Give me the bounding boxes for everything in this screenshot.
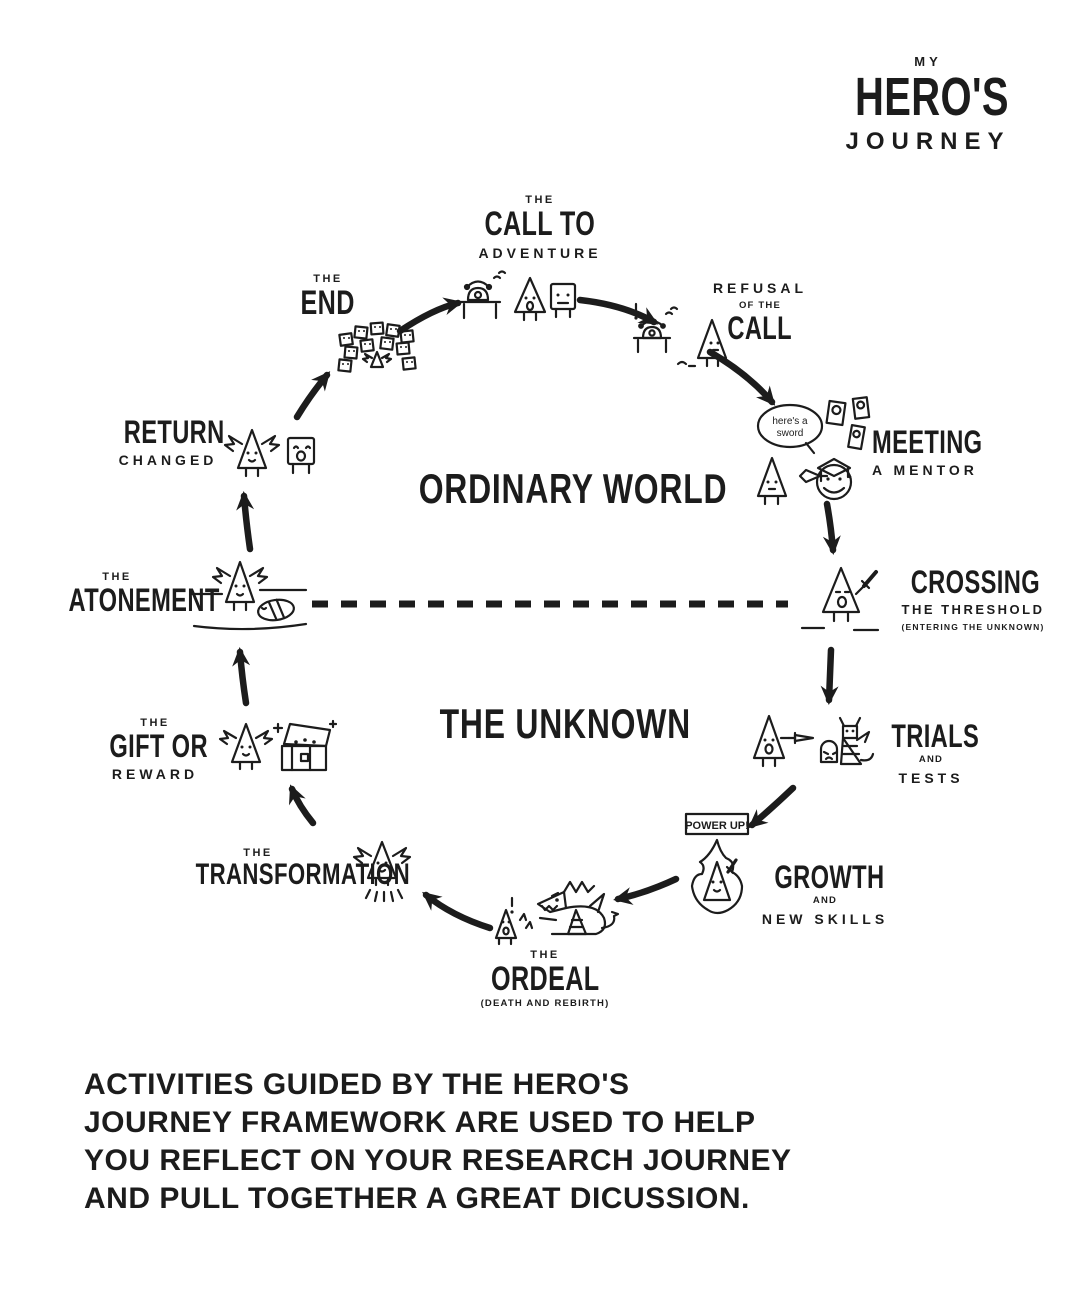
page-title: MY HERO'S JOURNEY xyxy=(828,54,1028,156)
arrow-crossing-to-trials xyxy=(820,646,839,705)
power-up-sign-label: POWER UP! xyxy=(685,820,749,832)
stage-call-to-adventure: THE CALL TO ADVENTURE xyxy=(440,193,640,263)
stage-call-spaced: ADVENTURE xyxy=(478,245,602,261)
stage-growth-spaced: NEW SKILLS xyxy=(761,911,889,927)
the-ordeal-illustration xyxy=(494,880,620,946)
stage-the-transformation: THE TRANSFORMATION xyxy=(158,846,410,890)
stage-refusal-spaced: REFUSAL xyxy=(712,280,808,296)
the-gift-or-reward-illustration xyxy=(218,719,337,772)
footer-line-1: ACTIVITIES GUIDED BY THE HERO'S xyxy=(84,1068,630,1101)
stage-call-big: CALL TO xyxy=(484,205,596,243)
arrow-call-to-refusal xyxy=(576,296,659,326)
stage-the-ordeal: THE ORDEAL (DEATH AND REBIRTH) xyxy=(465,948,625,1010)
stage-end-big: END xyxy=(300,284,356,322)
mentor-speech-line1: here's a xyxy=(772,416,808,427)
refusal-of-the-call-illustration xyxy=(632,302,728,368)
stage-return-spaced: CHANGED xyxy=(118,452,218,468)
stage-the-atonement: THE ATONEMENT xyxy=(42,570,220,616)
arrow-growth-to-ordeal xyxy=(613,875,680,905)
trials-and-tests-illustration xyxy=(752,714,875,768)
footer-line-2: JOURNEY FRAMEWORK ARE USED TO HELP xyxy=(84,1106,756,1139)
stage-mentor-big: MEETING xyxy=(872,424,983,460)
stage-gift-pre: THE xyxy=(140,717,170,729)
meeting-a-mentor-illustration: here's a sword xyxy=(756,396,871,506)
call-to-adventure-illustration xyxy=(458,270,577,322)
arrow-transformation-to-gift xyxy=(288,784,317,827)
region-the-unknown: THE UNKNOWN xyxy=(439,700,691,747)
stage-gift-spaced: REWARD xyxy=(111,766,199,782)
stage-crossing-spaced: THE THRESHOLD xyxy=(901,602,1045,617)
stage-growth-big: GROWTH xyxy=(774,859,885,895)
arrow-refusal-to-mentor xyxy=(706,348,776,406)
stage-atonement-pre: THE xyxy=(102,571,132,583)
growth-and-new-skills-illustration: POWER UP! xyxy=(684,812,750,915)
stage-trials-and-tests: TRIALS AND TESTS xyxy=(876,720,986,788)
stage-transformation-pre: THE xyxy=(243,847,273,859)
stage-trials-big: TRIALS xyxy=(891,718,980,754)
footer-line-4: AND PULL TOGETHER A GREAT DICUSSION. xyxy=(84,1182,750,1215)
arrow-gift-to-atonement xyxy=(232,647,251,707)
footer-line-3: YOU REFLECT ON YOUR RESEARCH JOURNEY xyxy=(84,1144,792,1177)
arrow-mentor-to-crossing xyxy=(822,500,841,555)
stage-atonement-big: ATONEMENT xyxy=(68,582,220,618)
title-line-my: MY xyxy=(914,54,942,69)
arrow-ordeal-to-transformation xyxy=(422,891,494,932)
the-end-illustration xyxy=(337,321,417,373)
stage-crossing-the-threshold: CROSSING THE THRESHOLD (ENTERING THE UNK… xyxy=(888,566,1058,634)
arrow-return-to-end xyxy=(293,371,331,421)
stage-gift-big: GIFT OR xyxy=(109,728,208,764)
crossing-the-threshold-illustration xyxy=(800,566,880,632)
stage-refusal-tiny: OF THE xyxy=(738,300,782,311)
the-atonement-illustration xyxy=(190,560,308,631)
stage-ordeal-big: ORDEAL xyxy=(490,960,600,998)
mentor-speech-line2: sword xyxy=(777,428,804,439)
region-ordinary-world: ORDINARY WORLD xyxy=(418,465,728,512)
return-changed-illustration xyxy=(223,428,316,478)
stage-trials-spaced: TESTS xyxy=(898,770,964,786)
stage-refusal-big: CALL xyxy=(727,310,793,346)
stage-ordeal-tiny: (DEATH AND REBIRTH) xyxy=(480,998,610,1009)
footer-caption: ACTIVITIES GUIDED BY THE HERO'S JOURNEY … xyxy=(84,1066,844,1218)
stage-mentor-spaced: A MENTOR xyxy=(872,462,978,478)
arrow-trials-to-growth xyxy=(748,784,797,829)
arrow-atonement-to-return xyxy=(236,491,255,553)
stage-refusal-of-the-call: REFUSAL OF THE CALL xyxy=(685,276,835,344)
stage-trials-tiny: AND xyxy=(918,754,944,765)
stage-return-changed: RETURN CHANGED xyxy=(106,416,230,470)
stage-end-pre: THE xyxy=(313,273,343,285)
stage-the-end: THE END xyxy=(278,272,378,320)
the-transformation-illustration xyxy=(352,840,412,903)
stage-call-pre: THE xyxy=(525,194,555,206)
stage-meeting-a-mentor: MEETING A MENTOR xyxy=(872,426,1022,480)
stage-return-big: RETURN xyxy=(123,414,225,450)
stage-ordeal-pre: THE xyxy=(530,949,560,961)
title-line-journey: JOURNEY xyxy=(845,127,1011,155)
stage-crossing-big: CROSSING xyxy=(910,564,1040,600)
stage-growth-tiny: AND xyxy=(812,895,838,906)
stage-crossing-tiny: (ENTERING THE UNKNOWN) xyxy=(901,622,1045,632)
title-line-heros: HERO'S xyxy=(855,67,1009,127)
stage-growth-and-new-skills: GROWTH AND NEW SKILLS xyxy=(755,861,895,929)
arrow-end-to-call xyxy=(396,297,463,335)
stage-the-gift-or-reward: THE GIFT OR REWARD xyxy=(92,716,218,784)
